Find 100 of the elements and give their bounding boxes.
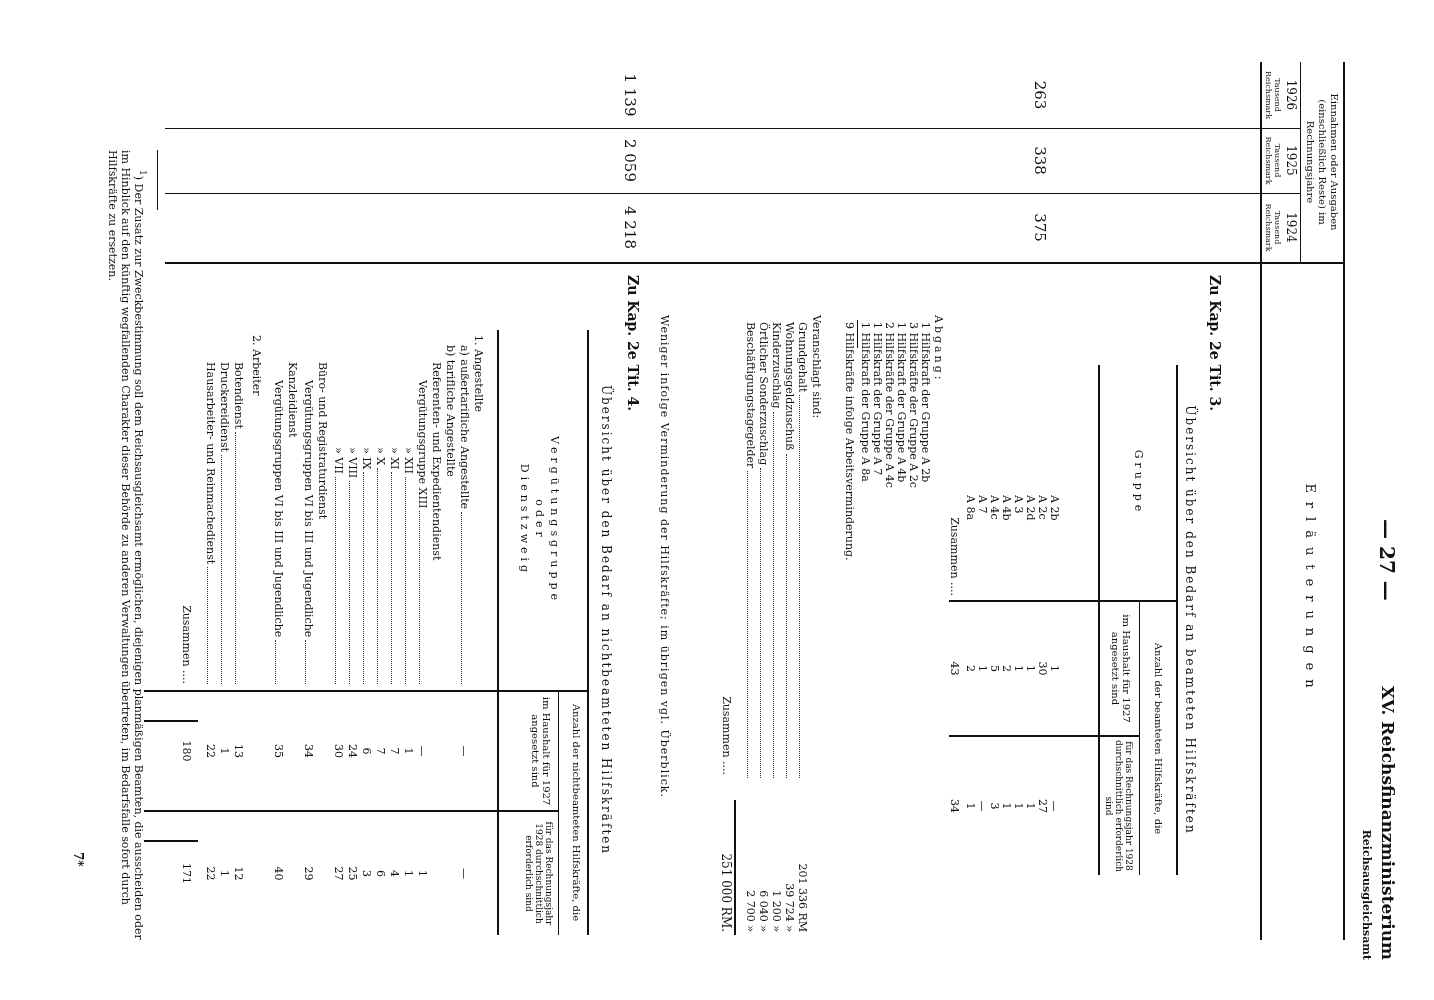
table-value: 1 <box>416 869 428 879</box>
unit-label: Tausend Reichsmark <box>1264 136 1282 185</box>
table-value: 29 <box>302 865 314 883</box>
table-value: 1 <box>402 746 414 757</box>
table-value: 34 <box>302 743 314 760</box>
year-heading: 1926 <box>1285 78 1297 113</box>
table-value: — <box>458 867 470 881</box>
year-heading: 1924 <box>1285 211 1297 245</box>
table-value: 22 <box>204 865 216 883</box>
row-label: » VII <box>332 447 344 684</box>
ministry-heading: XV. Reichsfinanzministerium <box>1378 685 1398 960</box>
row-label: Kanzleidienst <box>286 362 298 438</box>
table-value: 1 <box>402 869 414 879</box>
table-value: 4 <box>388 869 400 879</box>
amount-value: 1 200 » <box>770 889 782 932</box>
table-header: Vergütungsgruppe oder Dienstzweig <box>517 434 562 607</box>
total-label: Zusammen .... <box>720 695 732 775</box>
table-header: im Haushalt für 1927 angesetzt sind <box>530 695 552 808</box>
total-value: 34 <box>948 798 960 815</box>
row-label: Hausarbeiter- und Reinmachedienst <box>204 362 216 684</box>
amount-value: 375 <box>1032 212 1048 244</box>
row-label: Botendienst <box>232 362 244 684</box>
total-value: 43 <box>948 660 960 678</box>
row-label: » IX <box>360 447 372 684</box>
amount-value: 6 040 » <box>757 889 769 932</box>
row-label: Büro- und Registraturdienst <box>316 362 328 520</box>
subsection-heading: Zu Kap. 2e Tit. 3. <box>1207 275 1223 412</box>
amount-value: 263 <box>1032 79 1048 112</box>
amount-value: 39 724 » <box>783 882 795 932</box>
row-label: 1. Angestellte <box>472 335 484 413</box>
total-value: 180 <box>180 739 192 764</box>
table-value: — <box>1048 799 1060 814</box>
table-value: 1 <box>218 746 230 757</box>
section-heading: Erläuterungen <box>1303 482 1318 699</box>
list-item: 1 Hilfskraft der Gruppe A 2b <box>919 322 931 483</box>
amount-value: 201 336 RM <box>796 862 808 932</box>
list-item: 1 Hilfskraft der Gruppe A 8a <box>859 322 871 482</box>
row-label: b) tarifliche Angestellte <box>444 345 456 477</box>
table-value: 1 <box>1024 801 1036 812</box>
row-label: Vergütungsgruppe XIII <box>416 380 428 684</box>
table-value: 27 <box>332 865 344 883</box>
row-label: a) außertarifliche Angestellte <box>458 345 470 684</box>
table-value: 1 <box>1012 664 1024 674</box>
column-heading: Einnahmen oder Ausgaben (einschließlich Reste) im Rechnungsjahre <box>1304 92 1340 233</box>
row-label: » X <box>374 447 386 684</box>
table-value: — <box>976 799 988 814</box>
table-value: 1 <box>964 801 976 812</box>
list-item: 3 Hilfskräfte der Gruppe A 2c <box>907 322 919 488</box>
list-heading: Veranschlagt sind: <box>810 315 822 419</box>
row-label: A 4b <box>1000 495 1012 521</box>
amount-value: 1 139 <box>622 72 638 119</box>
row-label: A 2c <box>1036 495 1048 520</box>
row-label: Druckereidienst <box>218 362 230 684</box>
page-signature: 7* <box>72 852 84 867</box>
year-heading: 1925 <box>1285 144 1297 178</box>
table-value: 1 <box>1000 801 1012 812</box>
table-value: 25 <box>346 865 358 883</box>
table-value: 7 <box>388 746 400 757</box>
table-title: Übersicht über den Bedarf an nichtbeamteten Hilfskräften <box>600 383 612 858</box>
list-item: 2 Hilfskräfte der Gruppe A 4c <box>883 322 895 488</box>
row-label: Vergütungsgruppen VI bis III und Jugendliche <box>272 380 284 684</box>
page-number: — 27 — <box>1376 518 1398 603</box>
table-value: 3 <box>360 869 372 879</box>
table-value: 24 <box>346 743 358 760</box>
row-label: A 2b <box>1048 495 1060 521</box>
row-label: 2. Arbeiter <box>250 335 262 396</box>
table-header: Anzahl der nichtbeamteten Hilfskräfte, die <box>571 702 582 924</box>
amount-value: 4 218 <box>622 205 638 251</box>
table-value: 27 <box>1036 798 1048 815</box>
table-title: Übersicht über den Bedarf an beamteten Hilfskräften <box>1184 404 1196 837</box>
row-label: Referenten- und Expedientendienst <box>430 362 442 561</box>
table-header: Anzahl der beamteten Hilfskräfte, die <box>1152 641 1164 837</box>
list-item: Örtlicher Sonderzuschlag <box>757 322 769 778</box>
table-value: — <box>458 744 470 759</box>
row-label: A 2d <box>1024 495 1036 521</box>
table-value: 2 <box>964 664 976 674</box>
table-header: Gruppe <box>1132 448 1144 518</box>
table-value: 1 <box>1012 801 1024 812</box>
note-text: Weniger infolge Verminderung der Hilfskräfte; im übrigen vgl. Überblick. <box>658 315 670 798</box>
table-value: 1 <box>218 869 230 879</box>
row-label: A 8a <box>964 495 976 520</box>
list-item: 1 Hilfskraft der Gruppe A 4b <box>895 322 907 483</box>
table-header: im Haushalt für 1927 angesetzt sind <box>1110 613 1132 725</box>
unit-label: Tausend Reichsmark <box>1264 202 1282 254</box>
table-value: 1 <box>1024 664 1036 674</box>
row-label: A 4c <box>988 495 1000 520</box>
unit-label: Tausend Reichsmark <box>1264 70 1282 120</box>
amount-value: 338 <box>1032 145 1048 177</box>
table-value: 7 <box>374 746 386 757</box>
table-value: 35 <box>272 743 284 760</box>
office-heading: Reichsausgleichsamt <box>1360 828 1372 960</box>
table-value: 13 <box>232 743 244 760</box>
table-value: 40 <box>272 865 284 883</box>
table-value: 30 <box>332 743 344 760</box>
amount-value: 2 059 <box>622 138 638 184</box>
total-value: 251 000 RM. <box>720 852 732 932</box>
list-item: 9 Hilfskräfte infolge Arbeitsverminderung. <box>843 322 855 561</box>
table-value: 30 <box>1036 660 1048 678</box>
table-value: 3 <box>988 801 1000 812</box>
table-value: 22 <box>204 743 216 760</box>
